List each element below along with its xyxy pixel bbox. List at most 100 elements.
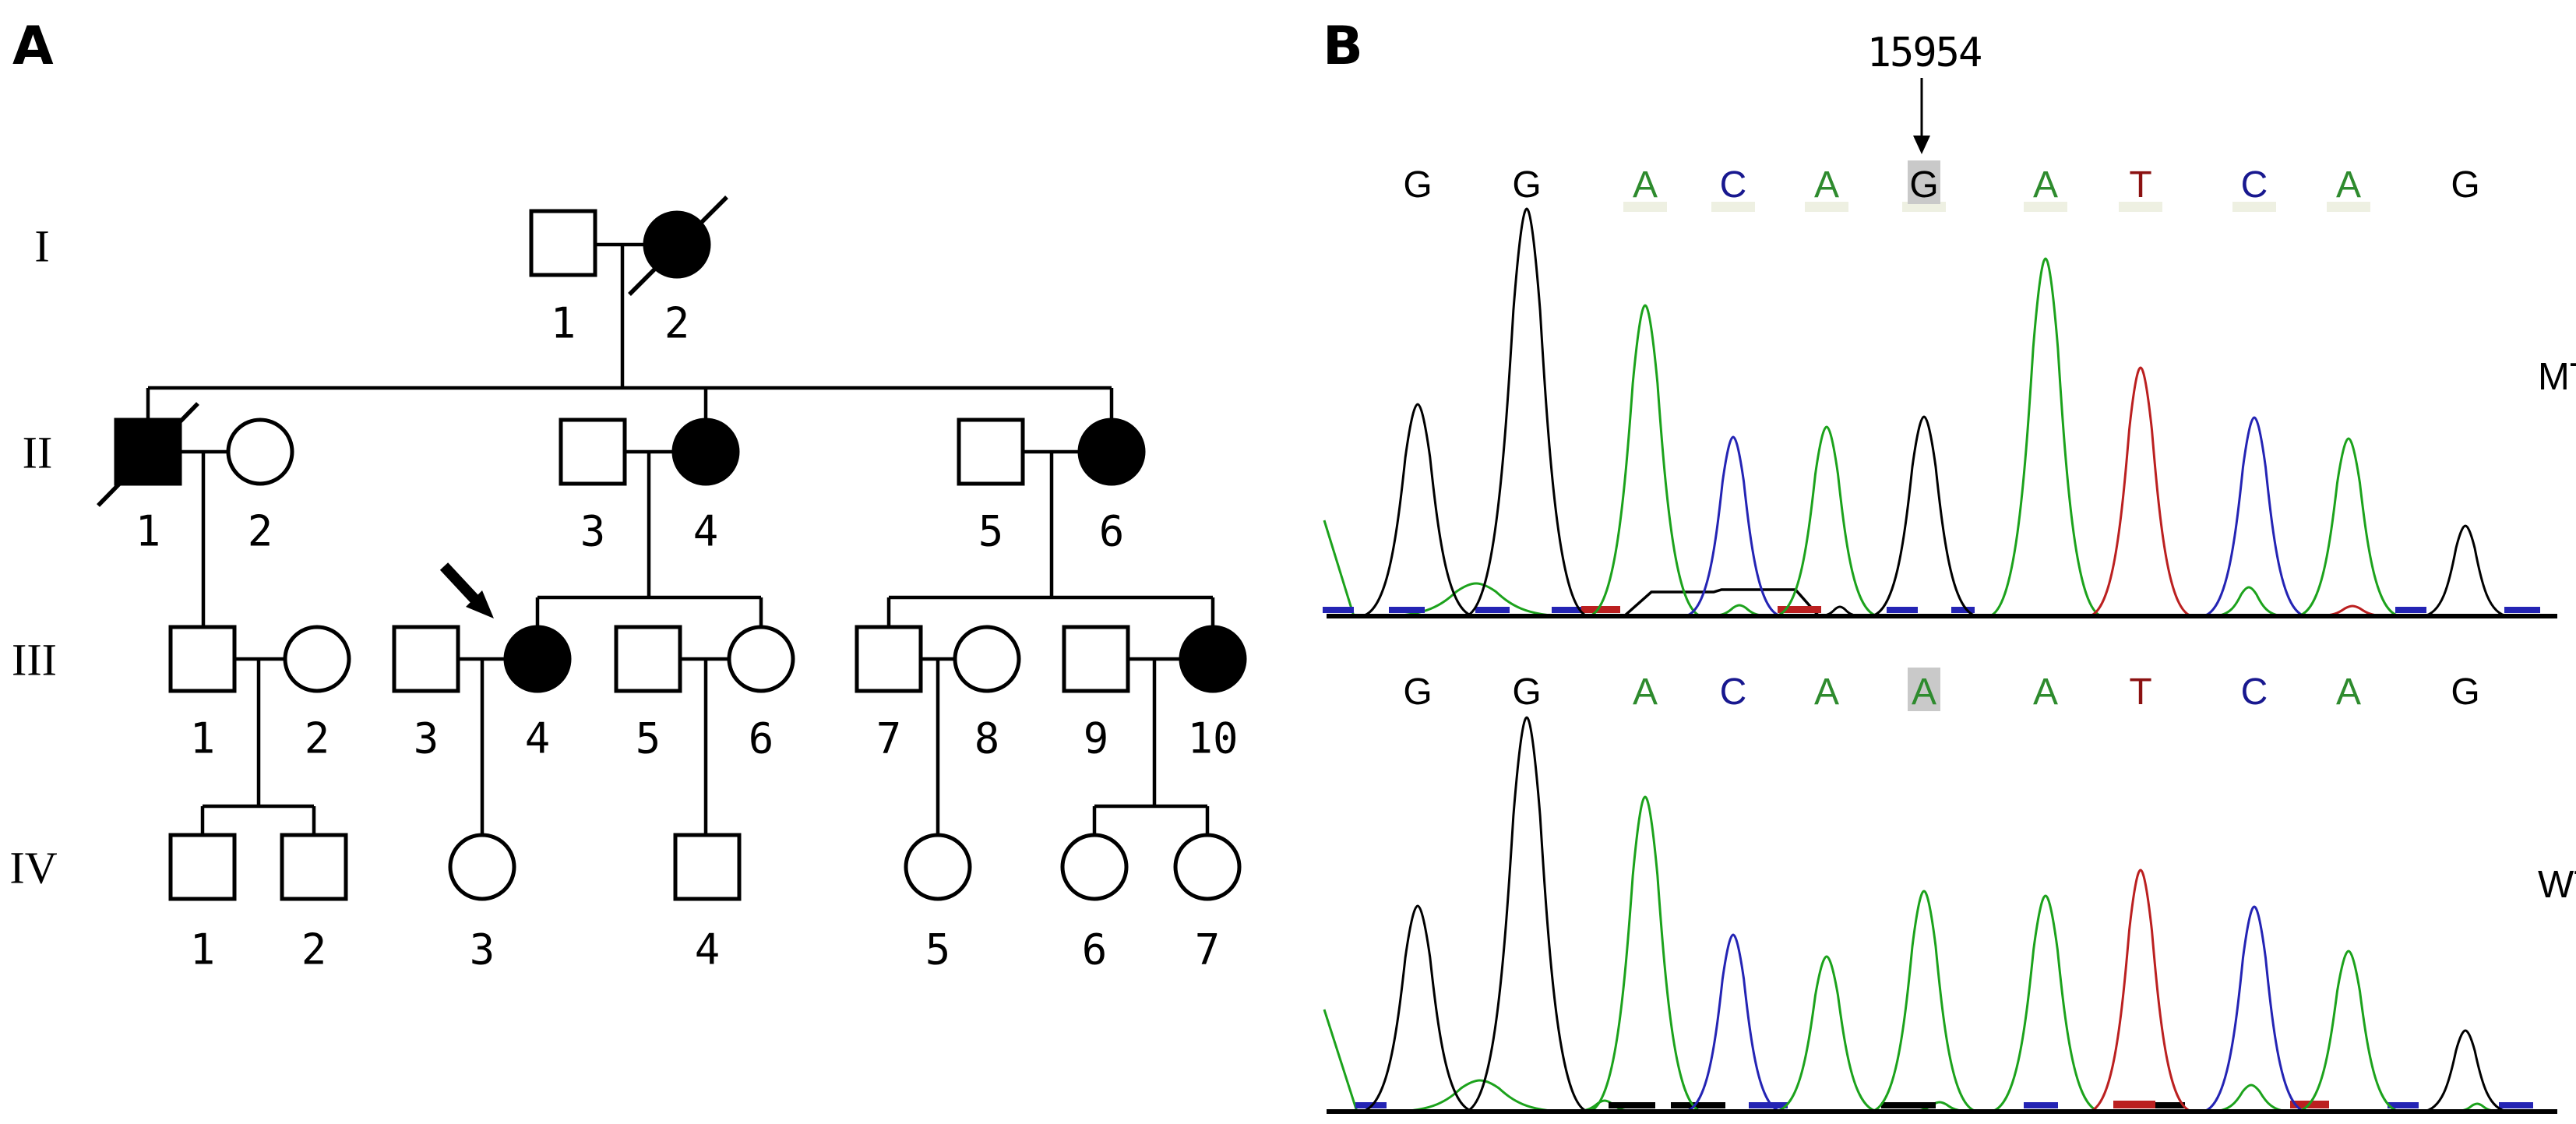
trace-noise-dash	[1323, 607, 1354, 613]
sequence-letter: A	[1912, 671, 1936, 713]
trace-noise-hump	[2211, 1083, 2291, 1113]
pedigree-member-I-1: 1	[529, 209, 597, 348]
member-number: 4	[525, 714, 551, 763]
pedigree-member-III-2: 2	[283, 625, 351, 763]
trace-noise-dash	[1778, 606, 1821, 613]
trace-noise-dash	[1552, 607, 1583, 613]
member-number: 6	[1082, 925, 1108, 974]
male-symbol	[168, 833, 237, 901]
pedigree-member-III-7: 7	[855, 625, 923, 763]
pedigree-member-II-2: 2	[226, 418, 294, 556]
chromatogram-mt: GGACAGATCAGMT	[1323, 160, 2576, 618]
trace-noise-hump	[1817, 605, 1862, 618]
variant-position-label: 15954	[1867, 30, 1982, 76]
quality-ghost-bar	[2024, 202, 2067, 212]
trace-noise-hump	[2317, 604, 2388, 618]
pedigree-member-III-1: 1	[168, 625, 237, 763]
trace-peak-T	[2088, 366, 2193, 618]
sequence-letter: G	[2451, 671, 2479, 713]
trace-noise-dash	[2387, 1102, 2419, 1108]
affected-female-symbol	[503, 625, 572, 693]
female-symbol	[448, 833, 516, 901]
member-number: 2	[248, 507, 273, 556]
pedigree-member-IV-4: 4	[673, 833, 742, 974]
trace-peak-T	[2088, 869, 2193, 1113]
sequence-letter: T	[2129, 164, 2151, 206]
trace-peak-G	[2422, 524, 2509, 618]
sequence-letter: C	[2241, 671, 2268, 713]
trace-peak-G	[1361, 904, 1475, 1113]
sequence-letter: G	[1512, 671, 1541, 713]
member-number: 6	[1099, 507, 1125, 556]
pedigree-member-III-6: 6	[727, 625, 795, 763]
trace-peak-A	[1774, 425, 1879, 618]
trace-noise-dash	[1951, 607, 1975, 613]
trace-peak-A	[1989, 257, 2102, 618]
trace-noise-dash	[2113, 1101, 2155, 1108]
generation-label-I: I	[34, 221, 49, 272]
trace-entry-stroke	[1323, 1009, 1358, 1112]
sequence-letter: G	[1909, 164, 1938, 206]
member-number: 4	[693, 507, 719, 556]
pedigree-member-II-3: 3	[559, 418, 627, 556]
male-symbol	[614, 625, 682, 693]
male-symbol	[855, 625, 923, 693]
quality-ghost-bar	[1902, 202, 1946, 212]
trace-noise-dash	[1609, 1102, 1655, 1108]
generation-label-IV: IV	[9, 843, 57, 893]
pedigree-member-III-9: 9	[1062, 625, 1130, 763]
trace-peak-A	[1588, 304, 1702, 618]
generation-label-III: III	[12, 635, 57, 685]
trace-noise-dash	[1887, 607, 1918, 613]
member-number: 1	[551, 299, 576, 348]
sequence-letter: A	[2033, 671, 2058, 713]
affected-female-symbol	[671, 418, 740, 486]
chromatogram-baseline	[1327, 614, 2557, 618]
sequence-letter: T	[2129, 671, 2151, 713]
trace-noise-dash	[2024, 1102, 2058, 1108]
trace-noise-dash	[1581, 606, 1620, 613]
pedigree-member-IV-3: 3	[448, 833, 516, 974]
pedigree-member-III-3: 3	[392, 625, 460, 763]
trace-peak-G	[1465, 207, 1588, 618]
trace-peak-A	[2296, 437, 2401, 618]
trace-noise-dash	[2504, 607, 2540, 613]
trace-peak-G	[2422, 1029, 2509, 1113]
pedigree-member-IV-6: 6	[1060, 833, 1129, 974]
pedigree-member-III-5: 5	[614, 625, 682, 763]
affected-female-symbol	[1179, 625, 1247, 693]
member-number: 5	[636, 714, 661, 763]
member-number: 1	[136, 507, 161, 556]
pedigree-member-III-10: 10	[1179, 625, 1247, 763]
trace-peak-C	[1684, 933, 1782, 1113]
female-symbol	[727, 625, 795, 693]
member-number: 1	[190, 925, 216, 974]
trace-noise-plateau	[1623, 588, 1820, 618]
trace-peak-A	[2296, 950, 2401, 1113]
sequence-letter: C	[1720, 671, 1747, 713]
variant-highlight-box	[1908, 668, 1940, 711]
pedigree-member-II-4: 4	[671, 418, 740, 556]
male-symbol	[1062, 625, 1130, 693]
sequence-letter: A	[1814, 164, 1839, 206]
affected-female-symbol	[1077, 418, 1146, 486]
trace-noise-dash	[1881, 1102, 1936, 1108]
member-number: 2	[305, 714, 330, 763]
generation-label-II: II	[23, 428, 53, 478]
trace-entry-stroke	[1323, 520, 1355, 617]
member-number: 5	[925, 925, 951, 974]
trace-noise-hump	[1386, 582, 1566, 618]
sequence-letter: A	[2336, 164, 2361, 206]
trace-peak-A	[1588, 795, 1702, 1113]
sequence-letter: A	[2336, 671, 2361, 713]
trace-peak-C	[2202, 416, 2306, 618]
member-number: 5	[978, 507, 1004, 556]
quality-ghost-bar	[1805, 202, 1848, 212]
trace-peak-C	[2202, 905, 2306, 1113]
panel-a-label: A	[12, 16, 54, 77]
trace-noise-dash	[2499, 1102, 2533, 1108]
sequence-letter: A	[1633, 164, 1658, 206]
member-number: 2	[301, 925, 327, 974]
sequence-letter: A	[2033, 164, 2058, 206]
